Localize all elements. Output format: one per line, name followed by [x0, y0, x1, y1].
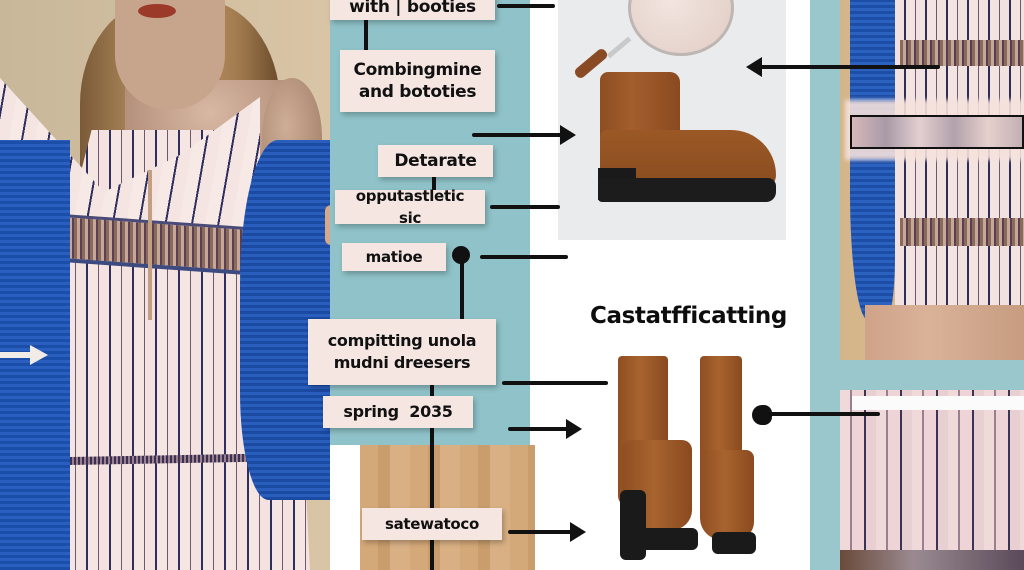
blurred-text-box: [850, 115, 1024, 149]
connector-line-8: [760, 65, 940, 69]
label-text-line-2: and bototies: [358, 82, 477, 102]
dress-closeup-photo: [840, 0, 1024, 360]
tall-boot-right-sole: [712, 532, 756, 554]
label-box-2: Combingmine and bototies: [340, 50, 495, 112]
model-lips: [138, 4, 176, 18]
connector-dot-icon: [452, 246, 470, 264]
label-text: satewatoco: [384, 515, 480, 533]
arrow-right-icon: [570, 522, 586, 542]
fabric-closeup-photo: [840, 390, 1024, 570]
connector-line-6: [508, 427, 568, 431]
cardigan-sleeve: [850, 0, 895, 320]
label-box-8: satewatoco: [362, 508, 502, 540]
connector-line-2: [472, 133, 562, 137]
connector-vline-1: [364, 18, 368, 50]
arrow-right-icon: [566, 419, 582, 439]
connector-knob-icon: [752, 405, 772, 425]
label-box-4: opputastletic sic: [335, 187, 485, 227]
tall-boot-left-heel: [620, 490, 646, 560]
label-text-line-1: Combingmine: [353, 60, 482, 80]
arrow-right-icon: [560, 125, 576, 145]
label-text-line-1: compitting unola: [327, 331, 477, 350]
connector-line-7: [508, 530, 573, 534]
chelsea-bootie-sole: [598, 178, 776, 202]
connector-line-5: [502, 381, 608, 385]
connector-line-1: [497, 4, 555, 8]
label-text: Detarate: [394, 151, 477, 171]
model-face: [115, 0, 225, 110]
dress-tie: [148, 170, 152, 320]
fabric-white-bar: [852, 396, 1024, 410]
label-box-7: spring 2035: [323, 396, 473, 428]
closeup-legs: [865, 305, 1024, 360]
label-box-3: Detarate: [378, 145, 493, 177]
label-box-6: compitting unola mudni dreesers: [308, 319, 496, 385]
connector-vline-2: [432, 175, 436, 197]
headline: Castatfficatting: [590, 303, 787, 329]
white-arrow-icon: [0, 345, 48, 365]
label-text: matioe: [365, 248, 423, 266]
model-photo: [0, 0, 330, 570]
arrow-left-icon: [746, 57, 762, 77]
closeup-tier-band: [900, 218, 1024, 246]
label-text-line-2: mudni dreesers: [333, 353, 471, 372]
label-box-1: with | booties: [330, 0, 495, 20]
connector-vline-3: [460, 255, 464, 320]
label-text: with | booties: [349, 0, 476, 17]
connector-line-4: [480, 255, 568, 259]
connector-line-9: [770, 412, 880, 416]
label-text: opputastletic sic: [355, 187, 465, 227]
label-text: spring 2035: [343, 402, 453, 421]
connector-vline-4: [430, 385, 434, 570]
tall-boot-left-sole: [640, 528, 698, 550]
connector-line-3: [490, 205, 560, 209]
tall-boot-right-foot: [700, 450, 754, 540]
wood-backdrop: [360, 445, 535, 570]
closeup-waistband: [900, 40, 1024, 66]
label-box-5: matioe: [342, 243, 446, 271]
fabric-bottom-strip: [840, 550, 1024, 570]
model-hand: [325, 205, 330, 245]
